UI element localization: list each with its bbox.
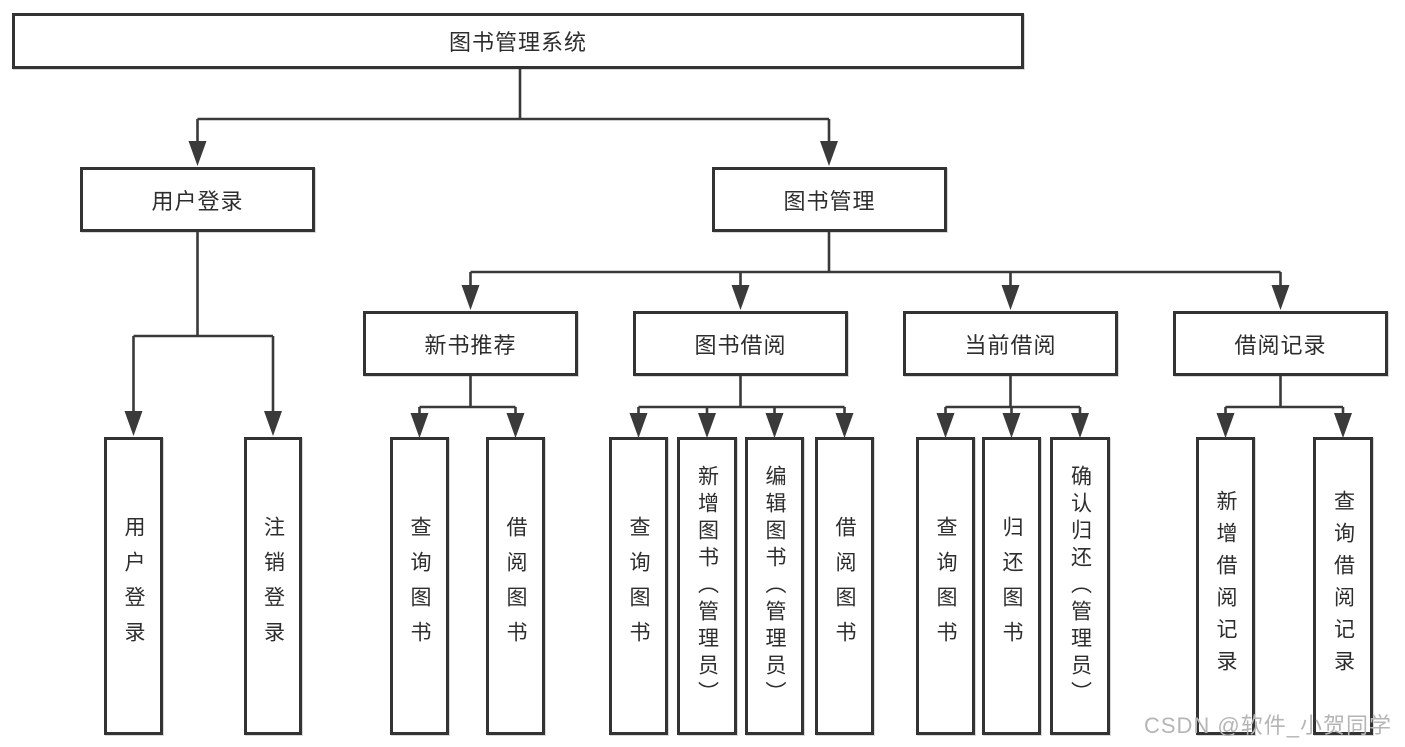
leaf-add-books-admin: 新增图书（管理员） (677, 437, 737, 735)
leaf-borrow-books-1-label: 借阅图书 (504, 516, 527, 656)
leaf-return-books-label: 归还图书 (1000, 516, 1023, 656)
leaf-logout-label: 注销登录 (261, 516, 285, 656)
node-user-login: 用户登录 (80, 167, 315, 232)
node-book-borrowing: 图书借阅 (633, 311, 848, 376)
node-book-management: 图书管理 (712, 167, 947, 232)
node-borrowing-records: 借阅记录 (1173, 311, 1388, 376)
node-current-borrowing: 当前借阅 (903, 311, 1118, 376)
leaf-return-books: 归还图书 (982, 437, 1041, 735)
leaf-user-login: 用户登录 (104, 437, 163, 735)
node-current-borrowing-label: 当前借阅 (964, 332, 1057, 358)
node-borrowing-records-label: 借阅记录 (1234, 332, 1327, 358)
leaf-query-borrow-record: 查询借阅记录 (1313, 437, 1373, 735)
leaf-add-books-admin-label: 新增图书（管理员） (695, 464, 719, 708)
leaf-add-borrow-record-label: 新增借阅记录 (1214, 490, 1237, 682)
node-book-borrowing-label: 图书借阅 (694, 332, 787, 358)
leaf-add-borrow-record: 新增借阅记录 (1196, 437, 1255, 735)
leaf-query-books-2: 查询图书 (609, 437, 668, 735)
leaf-borrow-books-1: 借阅图书 (486, 437, 545, 735)
node-root: 图书管理系统 (12, 13, 1024, 69)
watermark: CSDN @软件_小贺同学 (1143, 713, 1392, 738)
leaf-borrow-books-2-label: 借阅图书 (833, 516, 856, 656)
node-user-login-label: 用户登录 (151, 188, 244, 214)
leaf-edit-books-admin-label: 编辑图书（管理员） (763, 464, 786, 708)
leaf-query-borrow-record-label: 查询借阅记录 (1331, 490, 1355, 682)
leaf-query-books-1-label: 查询图书 (408, 516, 431, 656)
leaf-confirm-return-admin: 确认归还（管理员） (1050, 437, 1110, 735)
node-new-book-recommend-label: 新书推荐 (424, 332, 517, 358)
leaf-edit-books-admin: 编辑图书（管理员） (745, 437, 804, 735)
leaf-query-books-3-label: 查询图书 (934, 516, 957, 656)
leaf-query-books-2-label: 查询图书 (627, 516, 650, 656)
leaf-query-books-1: 查询图书 (390, 437, 449, 735)
node-root-label: 图书管理系统 (448, 30, 587, 55)
leaf-query-books-3: 查询图书 (916, 437, 975, 735)
node-book-management-label: 图书管理 (783, 188, 876, 214)
leaf-user-login-label: 用户登录 (122, 516, 145, 656)
leaf-borrow-books-2: 借阅图书 (815, 437, 874, 735)
node-new-book-recommend: 新书推荐 (363, 311, 578, 376)
leaf-logout: 注销登录 (244, 437, 302, 735)
leaf-confirm-return-admin-label: 确认归还（管理员） (1068, 464, 1092, 708)
